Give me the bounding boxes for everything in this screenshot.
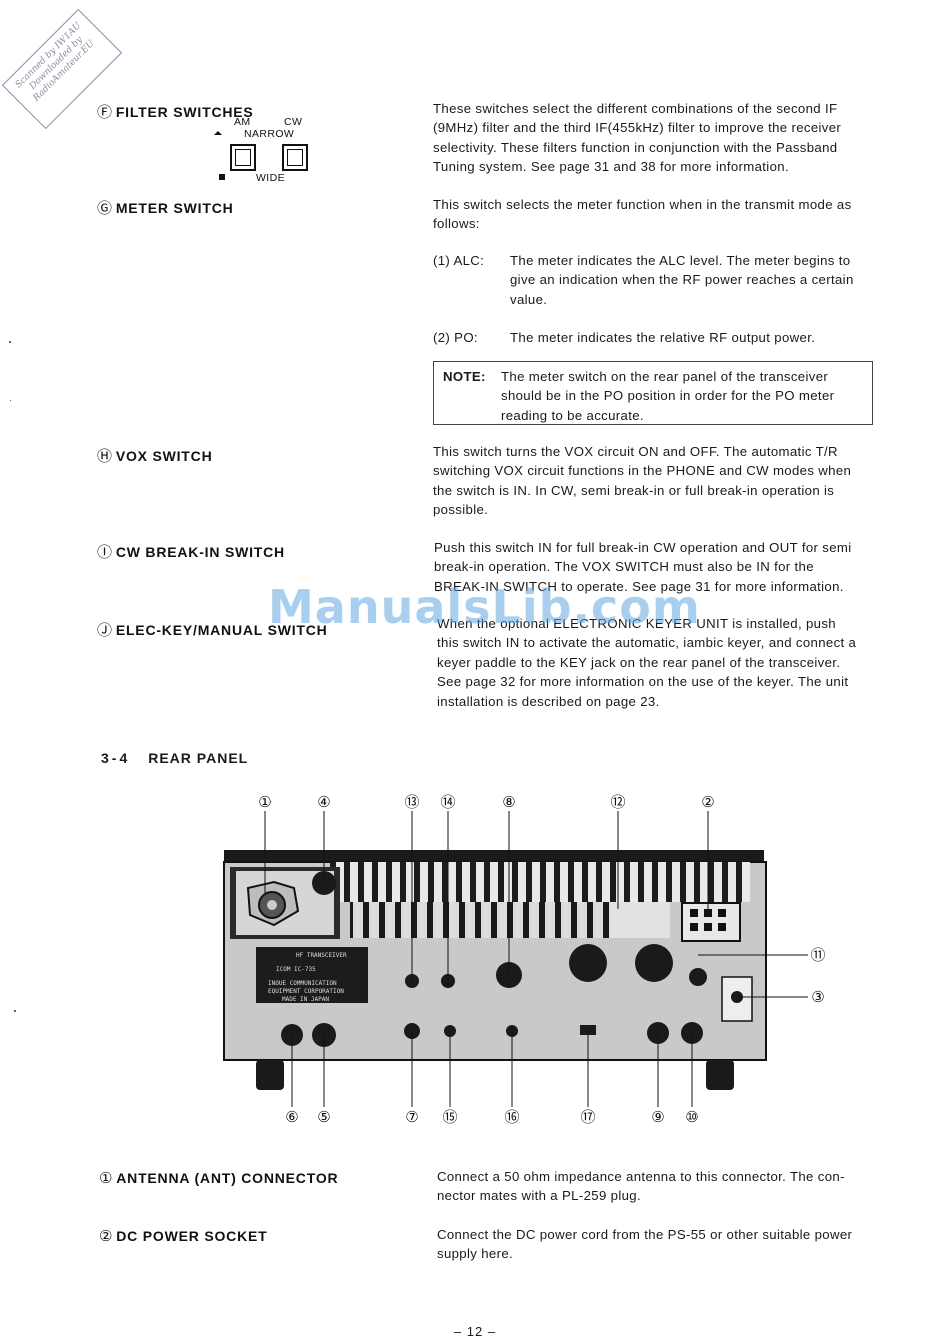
callout-2: ②	[701, 793, 714, 811]
callout-4: ④	[317, 793, 330, 811]
callout-12: ⑫	[610, 793, 625, 811]
filter-description: These switches select the different comb…	[433, 101, 842, 175]
chassis-top-edge	[224, 850, 764, 864]
manualslib-watermark: ManualsLib.com	[268, 580, 701, 634]
eleckey-description: When the optional ELECTRONIC KEYER UNIT …	[437, 616, 857, 709]
dc-power-socket-description: Connect the DC power cord from the PS-55…	[437, 1227, 853, 1262]
filter-switch-figure: AM CW NARROW WIDE	[200, 116, 320, 188]
callout-16: ⑯	[504, 1108, 519, 1126]
callout-8: ⑧	[502, 793, 515, 811]
released-marker-icon	[214, 131, 222, 135]
dc-power-socket	[681, 902, 741, 942]
heatsink-fins-lower	[350, 902, 610, 938]
filter-switch-am-narrow	[230, 144, 256, 171]
callout-15: ⑮	[442, 1108, 457, 1126]
rear-panel-illustration: HF TRANSCEIVER ICOM IC-735 INOUE COMMUNI…	[223, 793, 826, 1126]
rear-panel-title: REAR PANEL	[148, 750, 249, 766]
callout-13: ⑬	[404, 793, 419, 811]
callout-numbers: ① ④ ⑬ ⑭ ⑧ ⑫ ② ⑪ ③ ⑥ ⑤ ⑦ ⑮ ⑯ ⑰ ⑨ ⑩	[258, 793, 825, 1126]
ground-post-housing	[721, 976, 753, 1022]
dc-circle-icon: ②	[99, 1228, 114, 1245]
meter-note-box: NOTE: The meter switch on the rear panel…	[433, 361, 873, 425]
po-label: (2) PO:	[433, 330, 478, 345]
antenna-circle-icon: ①	[99, 1170, 114, 1187]
antenna-connector-description: Connect a 50 ohm impedance antenna to th…	[437, 1169, 845, 1204]
scan-speck	[10, 400, 11, 401]
label-plate-text: HF TRANSCEIVER ICOM IC-735 INOUE COMMUNI…	[268, 952, 347, 1003]
breakin-description: Push this switch IN for full break-in CW…	[434, 540, 852, 594]
callout-leaders	[264, 811, 808, 1107]
stamp-line-2: Downloaded by	[27, 34, 85, 92]
page-number: – 12 –	[453, 1324, 497, 1339]
callout-11: ⑪	[810, 946, 825, 964]
jack-12a	[569, 944, 607, 982]
callout-3: ③	[811, 988, 824, 1006]
svg-text:MADE IN JAPAN: MADE IN JAPAN	[282, 996, 329, 1003]
heatsink-fins	[330, 862, 750, 902]
dc-socket-pins	[690, 909, 726, 931]
am-label: AM	[234, 116, 251, 128]
callout-6: ⑥	[285, 1108, 298, 1126]
vox-description: This switch turns the VOX circuit ON and…	[433, 444, 852, 518]
cw-label: CW	[284, 116, 303, 128]
switch-17	[580, 1025, 596, 1035]
svg-text:EQUIPMENT CORPORATION: EQUIPMENT CORPORATION	[268, 988, 344, 995]
svg-text:HF TRANSCEIVER: HF TRANSCEIVER	[296, 952, 347, 959]
jack-12b	[635, 944, 673, 982]
heatsink-center-plate	[610, 902, 670, 938]
label-plate	[256, 947, 368, 1003]
note-label: NOTE:	[443, 369, 486, 384]
svg-text:ICOM IC-735: ICOM IC-735	[276, 966, 316, 973]
callout-9: ⑨	[651, 1108, 664, 1126]
wide-label: WIDE	[256, 172, 286, 184]
scan-speck	[9, 341, 11, 343]
antenna-connector-pin	[267, 900, 277, 910]
breakin-circle-icon: Ⓘ	[97, 544, 113, 561]
vox-circle-icon: Ⓗ	[97, 448, 113, 465]
callout-10: ⑩	[685, 1108, 698, 1126]
svg-text:INOUE COMMUNICATION: INOUE COMMUNICATION	[268, 980, 337, 987]
pressed-marker-icon	[219, 174, 225, 180]
rear-panel-heading: 3-4 REAR PANEL	[101, 750, 248, 766]
callout-17: ⑰	[580, 1108, 595, 1126]
callout-14: ⑭	[440, 793, 455, 811]
jack-11	[689, 968, 707, 986]
scan-speck	[14, 1010, 16, 1012]
alc-label: (1) ALC:	[433, 253, 485, 268]
narrow-label: NARROW	[244, 128, 295, 140]
foot-left	[256, 1060, 284, 1090]
callout-1: ①	[258, 793, 271, 811]
callout-5: ⑤	[317, 1108, 330, 1126]
meter-description: This switch selects the meter function w…	[433, 197, 852, 232]
section-number: 3-4	[101, 750, 131, 766]
eleckey-circle-icon: Ⓙ	[97, 622, 113, 639]
filter-circle-icon: Ⓕ	[97, 104, 113, 121]
foot-right	[706, 1060, 734, 1090]
meter-circle-icon: Ⓖ	[97, 200, 113, 217]
callout-7: ⑦	[405, 1108, 418, 1126]
filter-switch-cw-narrow	[282, 144, 308, 171]
